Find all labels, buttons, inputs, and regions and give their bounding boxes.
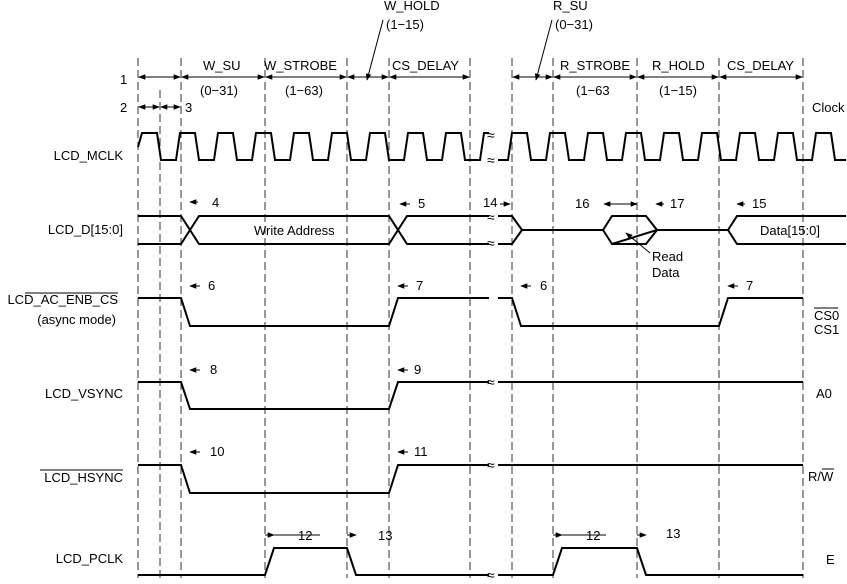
marker-16-text: 16: [575, 196, 589, 211]
right-label-cs1: CS1: [814, 322, 839, 337]
read-data-label-1: Read: [652, 249, 683, 264]
hsync-trace: [138, 464, 803, 494]
w-su-label: W_SU: [203, 58, 241, 73]
signal-label-mclk: LCD_MCLK: [54, 148, 124, 163]
w-strobe-range: (1−63): [285, 83, 323, 98]
phase-arrows: [138, 19, 803, 110]
cs-delay-r-label: CS_DELAY: [727, 58, 794, 73]
vsync-trace: [138, 381, 803, 410]
marker-11-text: 11: [414, 444, 428, 459]
marker-4-text: 4: [212, 195, 219, 210]
data-bus-top-left: [138, 215, 489, 245]
vsync-waveform: 8 9 ≈: [138, 362, 803, 410]
signal-labels: LCD_MCLK LCD_D[15:0] LCD_AC_ENB_CS (asyn…: [7, 148, 123, 566]
marker-14-text: 14: [483, 195, 497, 210]
data-break-mark-2: ≈: [487, 235, 495, 251]
data-timing-markers: 4 5 14 16 17 15: [189, 195, 766, 211]
function-labels: Clock CS0 CS1 A0 R/W E: [808, 100, 845, 567]
label-num-2: 2: [120, 100, 127, 115]
write-address-label: Write Address: [254, 223, 335, 238]
hsync-waveform: 10 11 ≈: [138, 444, 803, 494]
read-data-pointer: [625, 232, 651, 254]
right-label-e: E: [826, 552, 835, 567]
marker-6a-text: 6: [208, 278, 215, 293]
read-data-label-2: Data: [652, 265, 680, 280]
r-hold-range: (1−15): [659, 83, 697, 98]
w-hold-callout: [365, 19, 384, 81]
mclk-trace-right: [498, 132, 846, 161]
r-hold-label: R_HOLD: [652, 58, 705, 73]
data-bus-waveform: Write Address Data[15:0] Read Data ≈ ≈: [138, 209, 846, 280]
right-label-a0: A0: [816, 386, 832, 401]
pclk-break-mark: ≈: [487, 567, 495, 583]
cs-trace-right: [498, 297, 803, 327]
marker-17-text: 17: [670, 196, 684, 211]
mclk-break-mark-2: ≈: [487, 152, 495, 168]
hsync-break-mark: ≈: [487, 457, 495, 473]
data-bus-bottom-left: [138, 215, 489, 245]
pclk-waveform: 12 13 12 13 ≈: [138, 526, 803, 583]
w-su-range: (0−31): [200, 83, 238, 98]
signal-label-pclk: LCD_PCLK: [56, 551, 124, 566]
r-strobe-label: R_STROBE: [560, 58, 630, 73]
mclk-trace-left: [137, 132, 489, 161]
r-su-label: R_SU: [553, 0, 588, 13]
cs-delay-w-label: CS_DELAY: [392, 58, 459, 73]
marker-13a-text: 13: [378, 528, 392, 543]
vsync-break-mark: ≈: [487, 374, 495, 390]
w-strobe-label: W_STROBE: [264, 58, 337, 73]
cs-trace-left: [138, 297, 489, 327]
marker-15-text: 15: [752, 196, 766, 211]
r-su-range: (0−31): [555, 17, 593, 32]
right-label-rw: R/W: [808, 469, 834, 484]
data-bus-right: [498, 215, 846, 246]
signal-sublabel-cs: (async mode): [37, 312, 116, 327]
right-label-cs0: CS0: [814, 308, 839, 323]
r-su-callout: [534, 19, 553, 81]
mclk-break-mark: ≈: [487, 127, 495, 143]
reference-lines: [137, 58, 804, 578]
w-hold-range: (1−15): [386, 17, 424, 32]
r-strobe-range: (1−63: [576, 83, 610, 98]
marker-6b-text: 6: [540, 278, 547, 293]
signal-label-vsync: LCD_VSYNC: [45, 386, 123, 401]
marker-9-text: 9: [414, 362, 421, 377]
marker-13b-text: 13: [666, 526, 680, 541]
label-num-1: 1: [120, 72, 127, 87]
phase-labels: 1 2 3 W_SU (0−31) W_STROBE (1−63) W_HOLD…: [120, 0, 794, 115]
mclk-waveform: ≈ ≈: [137, 127, 846, 168]
data-out-label: Data[15:0]: [760, 223, 820, 238]
right-label-clock: Clock: [812, 100, 845, 115]
signal-label-data: LCD_D[15:0]: [48, 222, 123, 237]
data-break-mark: ≈: [487, 209, 495, 225]
label-num-3: 3: [185, 100, 192, 115]
pclk-trace: [138, 547, 803, 576]
signal-label-hsync: LCD_HSYNC: [44, 470, 123, 485]
marker-7a-text: 7: [416, 278, 423, 293]
signal-label-cs: LCD_AC_ENB_CS: [7, 292, 118, 307]
marker-5-text: 5: [418, 196, 425, 211]
w-hold-label: W_HOLD: [384, 0, 440, 13]
marker-10-text: 10: [210, 444, 224, 459]
marker-8-text: 8: [210, 362, 217, 377]
marker-7b-text: 7: [746, 278, 753, 293]
cs-waveform: 6 7 6 7: [138, 278, 803, 327]
